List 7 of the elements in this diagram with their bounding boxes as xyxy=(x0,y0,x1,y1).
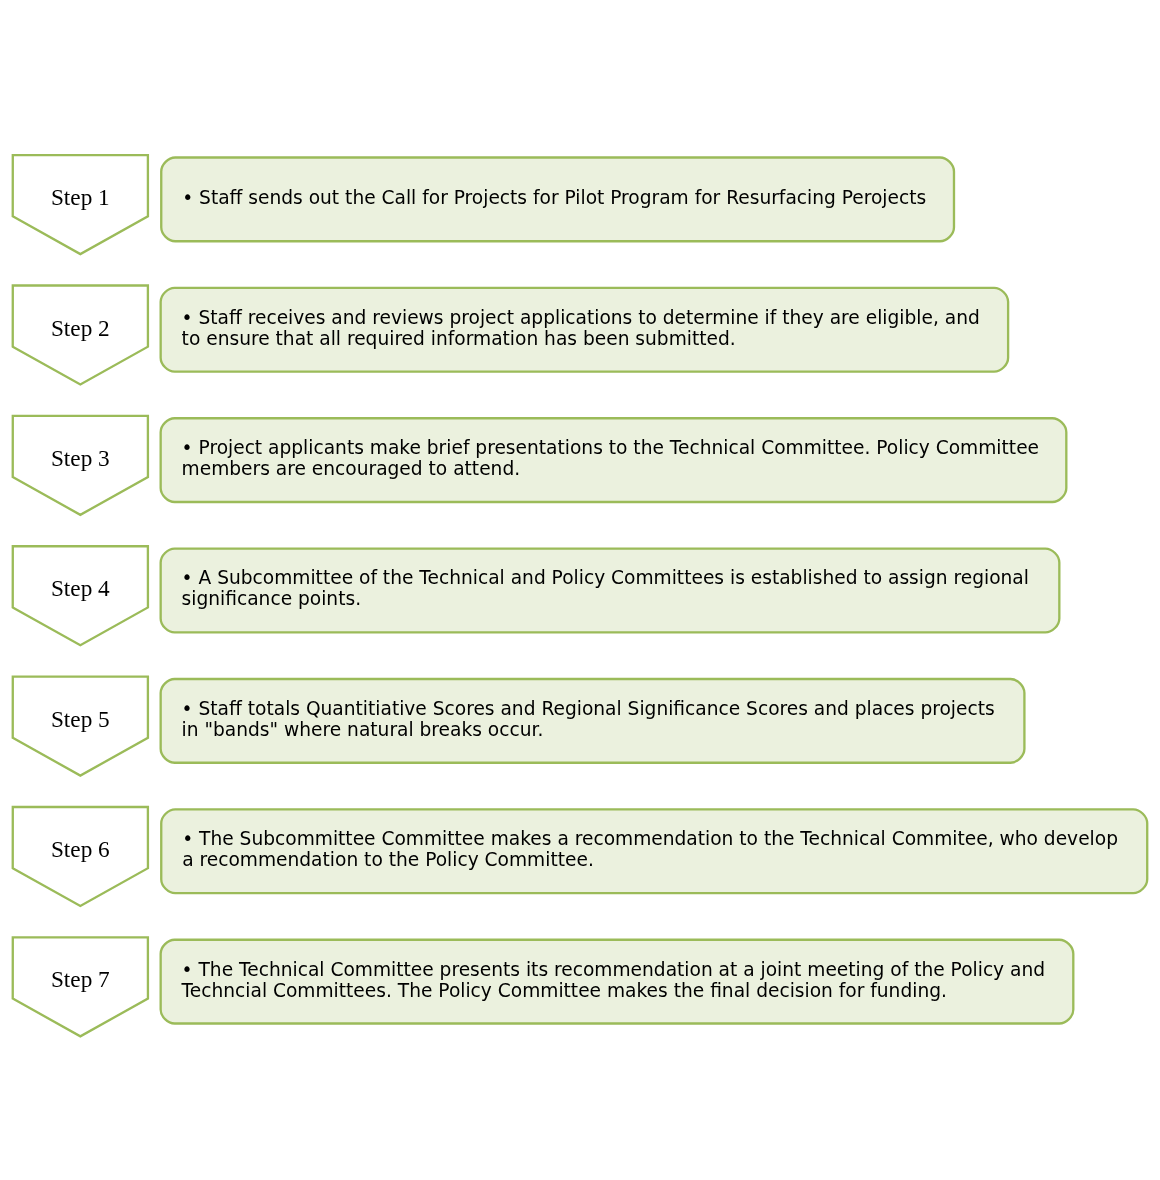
node-box: • Staff totals Quantitiative Scores and Regional Significance Scores and places projects in "bands" where natural breaks occur. xyxy=(159,677,1026,764)
node-box: • A Subcommittee of the Technical and Policy Committees is established to assign regional significance points. xyxy=(159,546,1061,634)
node-box: • The Technical Committee presents its recommendation at a joint meeting of the Policy and Techncial Committees. The Policy Committee makes the final decision for funding. xyxy=(159,938,1075,1025)
node-box: • The Subcommittee Committee makes a recommendation to the Technical Commitee, who develop a recommendation to the Policy Committee. xyxy=(160,807,1149,894)
node-box: • Project applicants make brief presentations to the Technical Committee. Policy Committee members are encouraged to attend. xyxy=(159,416,1068,503)
node-box: • Staff receives and reviews project applications to determine if they are eligible, and to ensure that all required information has been submitted. xyxy=(159,286,1010,373)
node-box: • Staff sends out the Call for Projects for Pilot Program for Resurfacing Perojects xyxy=(160,155,956,242)
